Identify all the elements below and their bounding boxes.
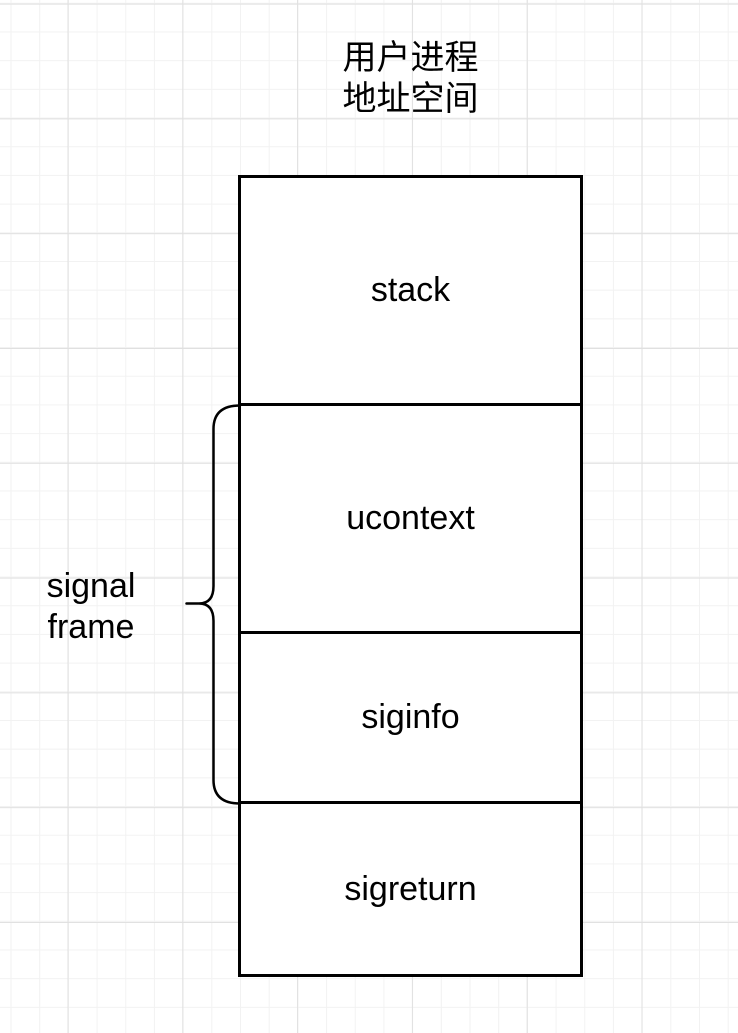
- signal-frame-label-line-2: frame: [47, 608, 135, 646]
- diagram-title: 用户进程 地址空间: [238, 38, 583, 120]
- memory-box-sigreturn: sigreturn: [238, 801, 583, 977]
- signal-frame-label-line-1: signal: [46, 567, 136, 605]
- memory-box-ucontext-label: ucontext: [346, 499, 475, 537]
- memory-box-stack: stack: [238, 175, 583, 406]
- memory-box-sigreturn-label: sigreturn: [344, 869, 477, 908]
- memory-box-ucontext: ucontext: [238, 403, 583, 634]
- memory-box-stack-label: stack: [370, 271, 451, 309]
- curly-brace-path: [185, 404, 242, 805]
- memory-box-siginfo: siginfo: [238, 631, 583, 804]
- signal-frame-label: signal frame: [1, 566, 181, 648]
- title-line-2: 地址空间: [342, 80, 479, 118]
- memory-box-siginfo-label: siginfo: [361, 698, 460, 736]
- title-line-1: 用户进程: [342, 39, 479, 77]
